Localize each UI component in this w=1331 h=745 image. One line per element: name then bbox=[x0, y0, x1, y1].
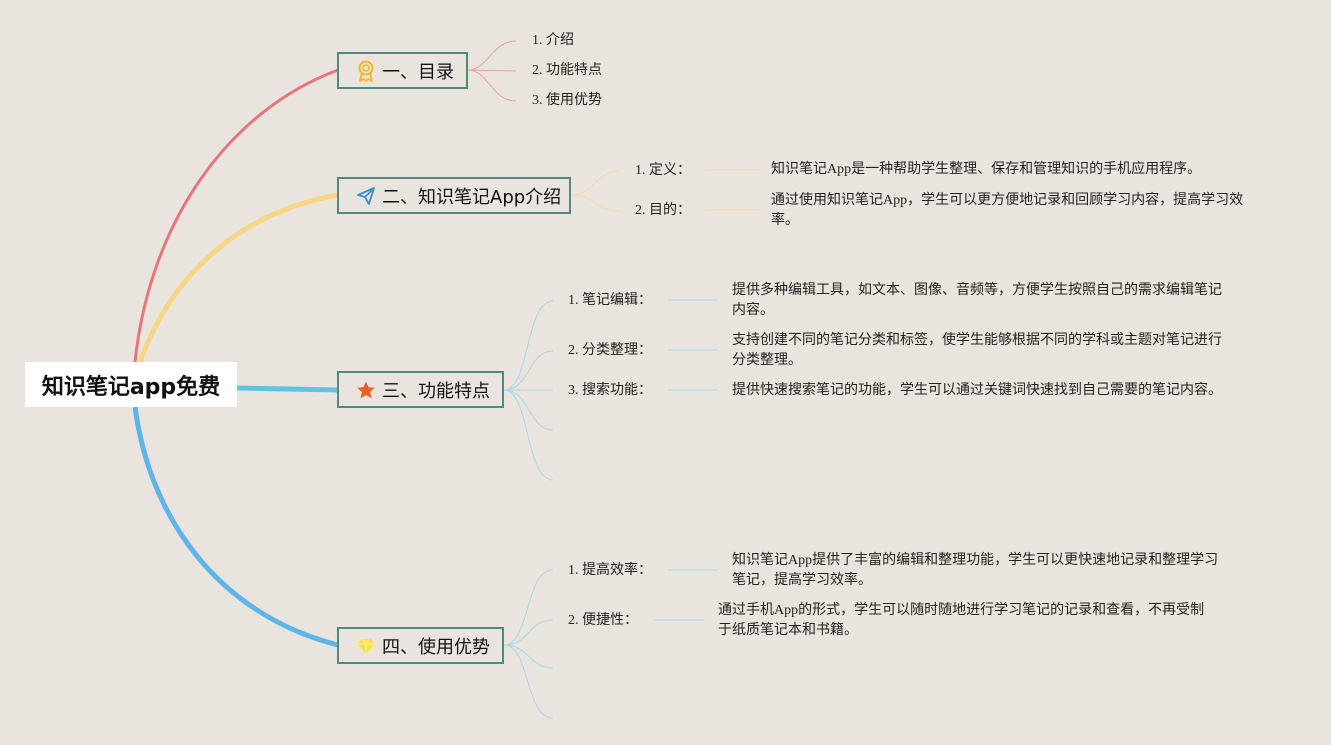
topic-features[interactable]: 三、功能特点 bbox=[337, 371, 504, 408]
sub-line-2-1 bbox=[570, 170, 621, 196]
search-text: 提供快速搜索笔记的功能，学生可以通过关键词快速找到自己需要的笔记内容。 bbox=[732, 383, 1222, 398]
sub-line-3-2 bbox=[503, 350, 554, 391]
sub-item-intro[interactable]: 1. 介绍 bbox=[532, 33, 574, 48]
sub-line-3-1 bbox=[503, 300, 554, 391]
branch-line-4 bbox=[132, 406, 339, 648]
sub-item-purpose[interactable]: 2. 目的： bbox=[635, 203, 691, 218]
branch-line-1 bbox=[133, 68, 339, 363]
diamond-icon bbox=[356, 635, 376, 657]
topic-contents[interactable]: 一、目录 bbox=[337, 52, 468, 89]
topic-title: 一、目录 bbox=[382, 61, 454, 83]
sub-line-1-1 bbox=[467, 40, 517, 71]
sub-line-4-1 bbox=[503, 569, 554, 646]
sub-line-4-2 bbox=[503, 619, 554, 646]
root-topic[interactable]: 知识笔记app免费 bbox=[25, 362, 237, 407]
convenience-text: 通过手机App的形式，学生可以随时随地进行学习笔记的记录和查看，不再受制于纸质笔… bbox=[718, 603, 1205, 638]
efficiency-text: 知识笔记App提供了丰富的编辑和整理功能，学生可以更快速地记录和整理学习笔记，提… bbox=[732, 553, 1219, 588]
branch-line-2 bbox=[137, 192, 339, 363]
sub-line-3-4 bbox=[503, 389, 554, 431]
sub-item-advantages[interactable]: 3. 使用优势 bbox=[532, 93, 602, 108]
sub-item-convenience[interactable]: 2. 便捷性： bbox=[568, 613, 638, 628]
sub-item-note-editing[interactable]: 1. 笔记编辑： bbox=[568, 293, 652, 308]
sub-item-efficiency[interactable]: 1. 提高效率： bbox=[568, 563, 652, 578]
star-icon bbox=[356, 379, 376, 401]
sub-item-features[interactable]: 2. 功能特点 bbox=[532, 63, 602, 78]
paper-plane-icon bbox=[356, 185, 376, 207]
topic-title: 二、知识笔记App介绍 bbox=[382, 186, 562, 208]
sub-item-search[interactable]: 3. 搜索功能： bbox=[568, 383, 652, 398]
note-editing-text: 提供多种编辑工具，如文本、图像、音频等，方便学生按照自己的需求编辑笔记内容。 bbox=[732, 283, 1222, 318]
sub-line-1-3 bbox=[467, 69, 517, 102]
sub-item-definition[interactable]: 1. 定义： bbox=[635, 163, 691, 178]
topic-app-intro[interactable]: 二、知识笔记App介绍 bbox=[337, 177, 571, 214]
branch-line-3 bbox=[236, 385, 339, 393]
topic-title: 三、功能特点 bbox=[382, 380, 490, 402]
sub-line-3-5 bbox=[503, 389, 554, 481]
award-ribbon-icon bbox=[356, 60, 376, 82]
sub-line-1-2 bbox=[467, 69, 517, 72]
root-title: 知识笔记app免费 bbox=[41, 374, 221, 400]
sub-item-categorize[interactable]: 2. 分类整理： bbox=[568, 343, 652, 358]
topic-advantages[interactable]: 四、使用优势 bbox=[337, 627, 504, 664]
sub-line-2-2 bbox=[570, 194, 621, 212]
categorize-text: 支持创建不同的笔记分类和标签，使学生能够根据不同的学科或主题对笔记进行分类整理。 bbox=[732, 333, 1222, 368]
sub-line-4-4 bbox=[503, 644, 554, 719]
topic-title: 四、使用优势 bbox=[382, 636, 490, 658]
definition-text: 知识笔记App是一种帮助学生整理、保存和管理知识的手机应用程序。 bbox=[771, 162, 1202, 177]
sub-line-4-3 bbox=[503, 644, 554, 669]
purpose-text: 通过使用知识笔记App，学生可以更方便地记录和回顾学习内容，提高学习效率。 bbox=[771, 193, 1244, 228]
